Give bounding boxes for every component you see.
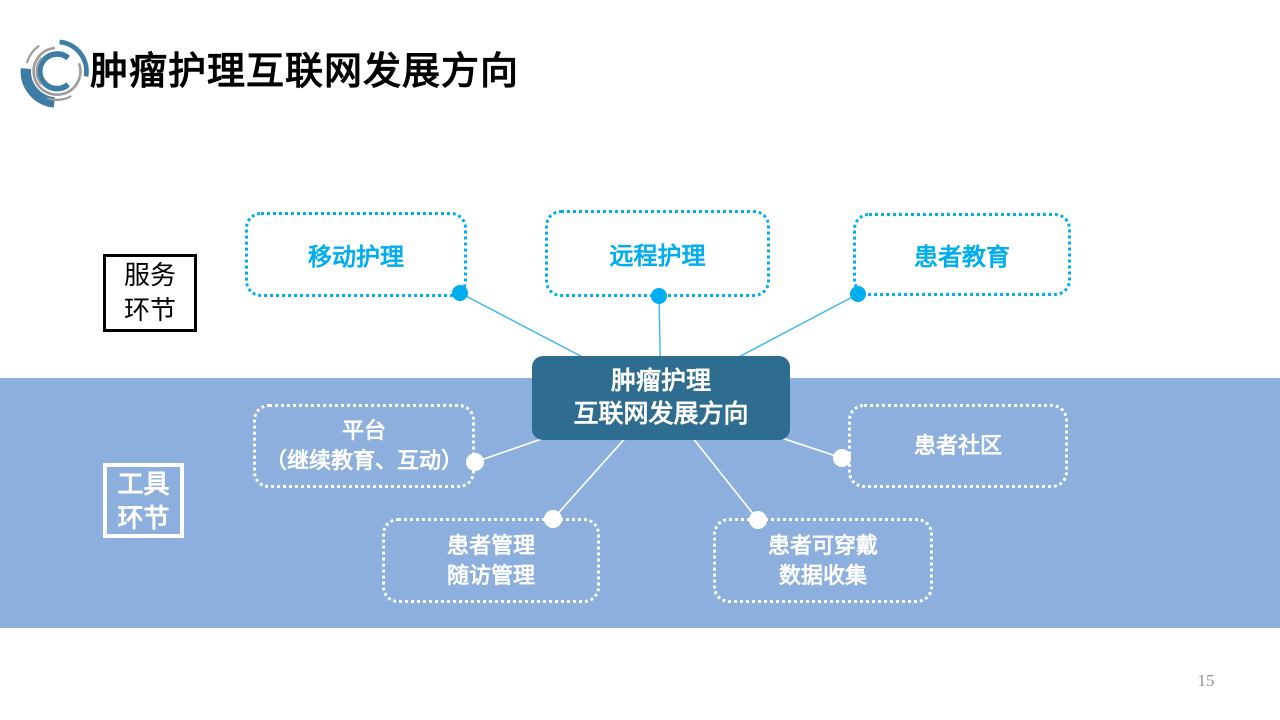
- node-wearable-data-collection: 患者可穿戴 数据收集: [713, 518, 933, 603]
- logo-icon: [20, 39, 89, 108]
- page-number: 15: [1197, 671, 1215, 690]
- node-patient-education: 患者教育: [853, 213, 1071, 296]
- center-node: 肿瘤护理 互联网发展方向: [532, 356, 790, 440]
- node-mobile-nursing: 移动护理: [245, 212, 467, 297]
- node-patient-followup-management: 患者管理 随访管理: [382, 518, 600, 603]
- node-patient-community: 患者社区: [848, 404, 1068, 488]
- page-title: 肿瘤护理互联网发展方向: [90, 51, 520, 93]
- service-stage-label: 服务 环节: [103, 254, 197, 332]
- node-platform-education-interaction: 平台 （继续教育、互动）: [253, 404, 475, 488]
- node-remote-nursing: 远程护理: [545, 210, 770, 297]
- tool-stage-label: 工具 环节: [103, 463, 184, 538]
